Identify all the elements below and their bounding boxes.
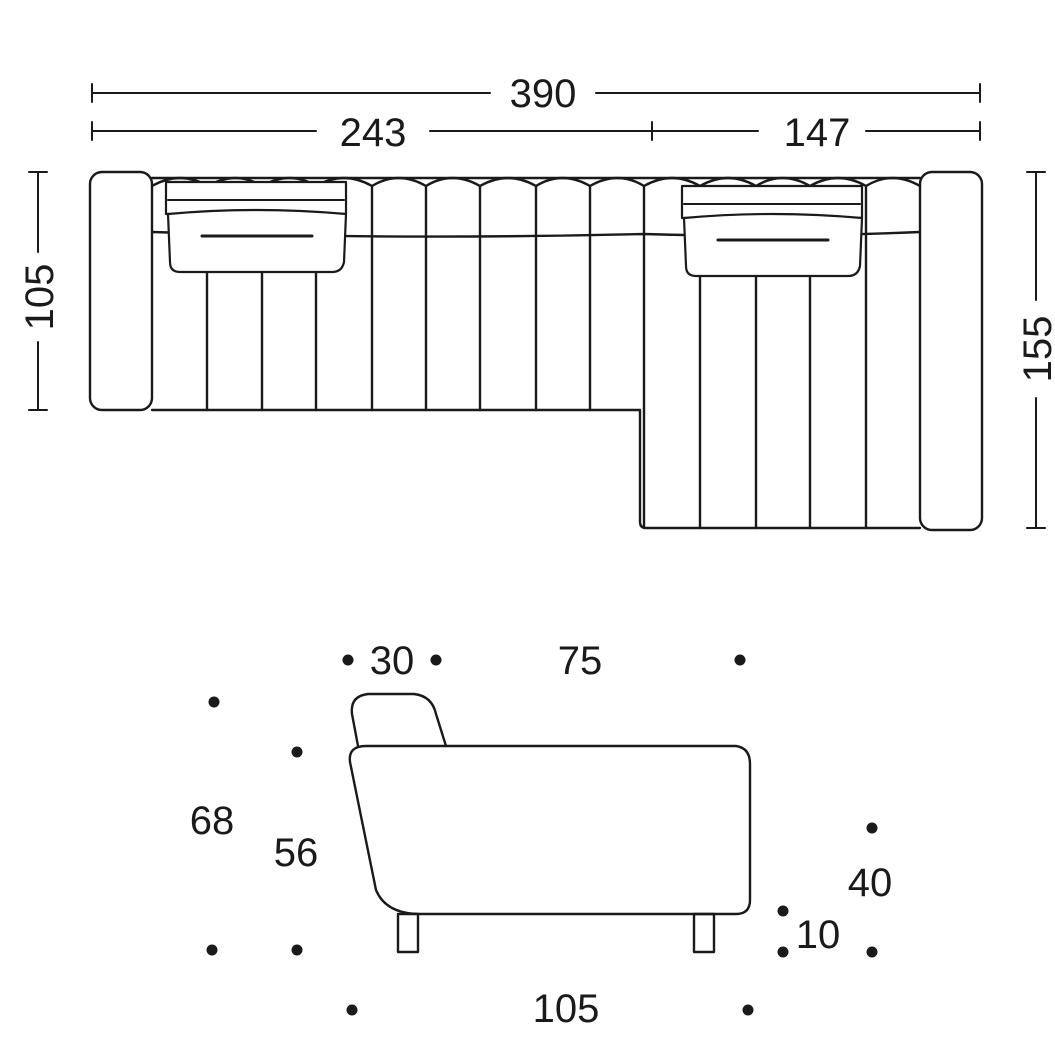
marker-total-height-top — [208, 696, 220, 708]
marker-seat-end — [734, 654, 746, 666]
dimension-right-section-width: 147 — [651, 111, 981, 155]
label-total-height: 68 — [190, 799, 235, 843]
dimension-right-depth: 155 — [1016, 171, 1055, 529]
label-seat-depth: 75 — [558, 639, 603, 683]
marker-seat-height-top — [866, 822, 878, 834]
label-back-height: 56 — [274, 831, 319, 875]
label-total-depth: 105 — [533, 987, 600, 1031]
back-cushion — [350, 692, 448, 748]
label-leg-height: 10 — [796, 913, 841, 957]
marker-backrest-start — [342, 654, 354, 666]
side-view: 30 75 68 56 40 10 105 — [190, 639, 893, 1031]
marker-depth-end — [742, 1004, 754, 1016]
label-backrest-depth: 30 — [370, 639, 415, 683]
label-right-section-width: 147 — [784, 111, 851, 155]
dimension-overall-width: 390 — [91, 72, 981, 116]
front-leg — [396, 912, 420, 954]
cushion-right — [680, 184, 864, 278]
marker-back-height-top — [291, 746, 303, 758]
dimension-markers — [206, 654, 878, 1016]
label-seat-height: 40 — [848, 861, 893, 905]
sofa-body — [348, 744, 752, 916]
cushion-left — [164, 180, 348, 274]
sofa-side-profile — [348, 692, 752, 954]
marker-depth-start — [346, 1004, 358, 1016]
marker-leg-top — [777, 905, 789, 917]
plan-view: 390 243 147 105 — [18, 72, 1055, 532]
marker-total-height-bottom — [206, 944, 218, 956]
marker-backrest-end — [430, 654, 442, 666]
dimension-left-section-width: 243 — [91, 111, 653, 155]
marker-seat-height-bottom — [866, 946, 878, 958]
label-right-depth: 155 — [1016, 316, 1055, 383]
marker-leg-bottom — [777, 946, 789, 958]
label-left-section-width: 243 — [340, 111, 407, 155]
label-left-depth: 105 — [18, 264, 62, 331]
back-leg — [692, 912, 716, 954]
marker-back-height-bottom — [291, 944, 303, 956]
label-overall-width: 390 — [510, 72, 577, 116]
dimension-left-depth: 105 — [18, 171, 62, 411]
